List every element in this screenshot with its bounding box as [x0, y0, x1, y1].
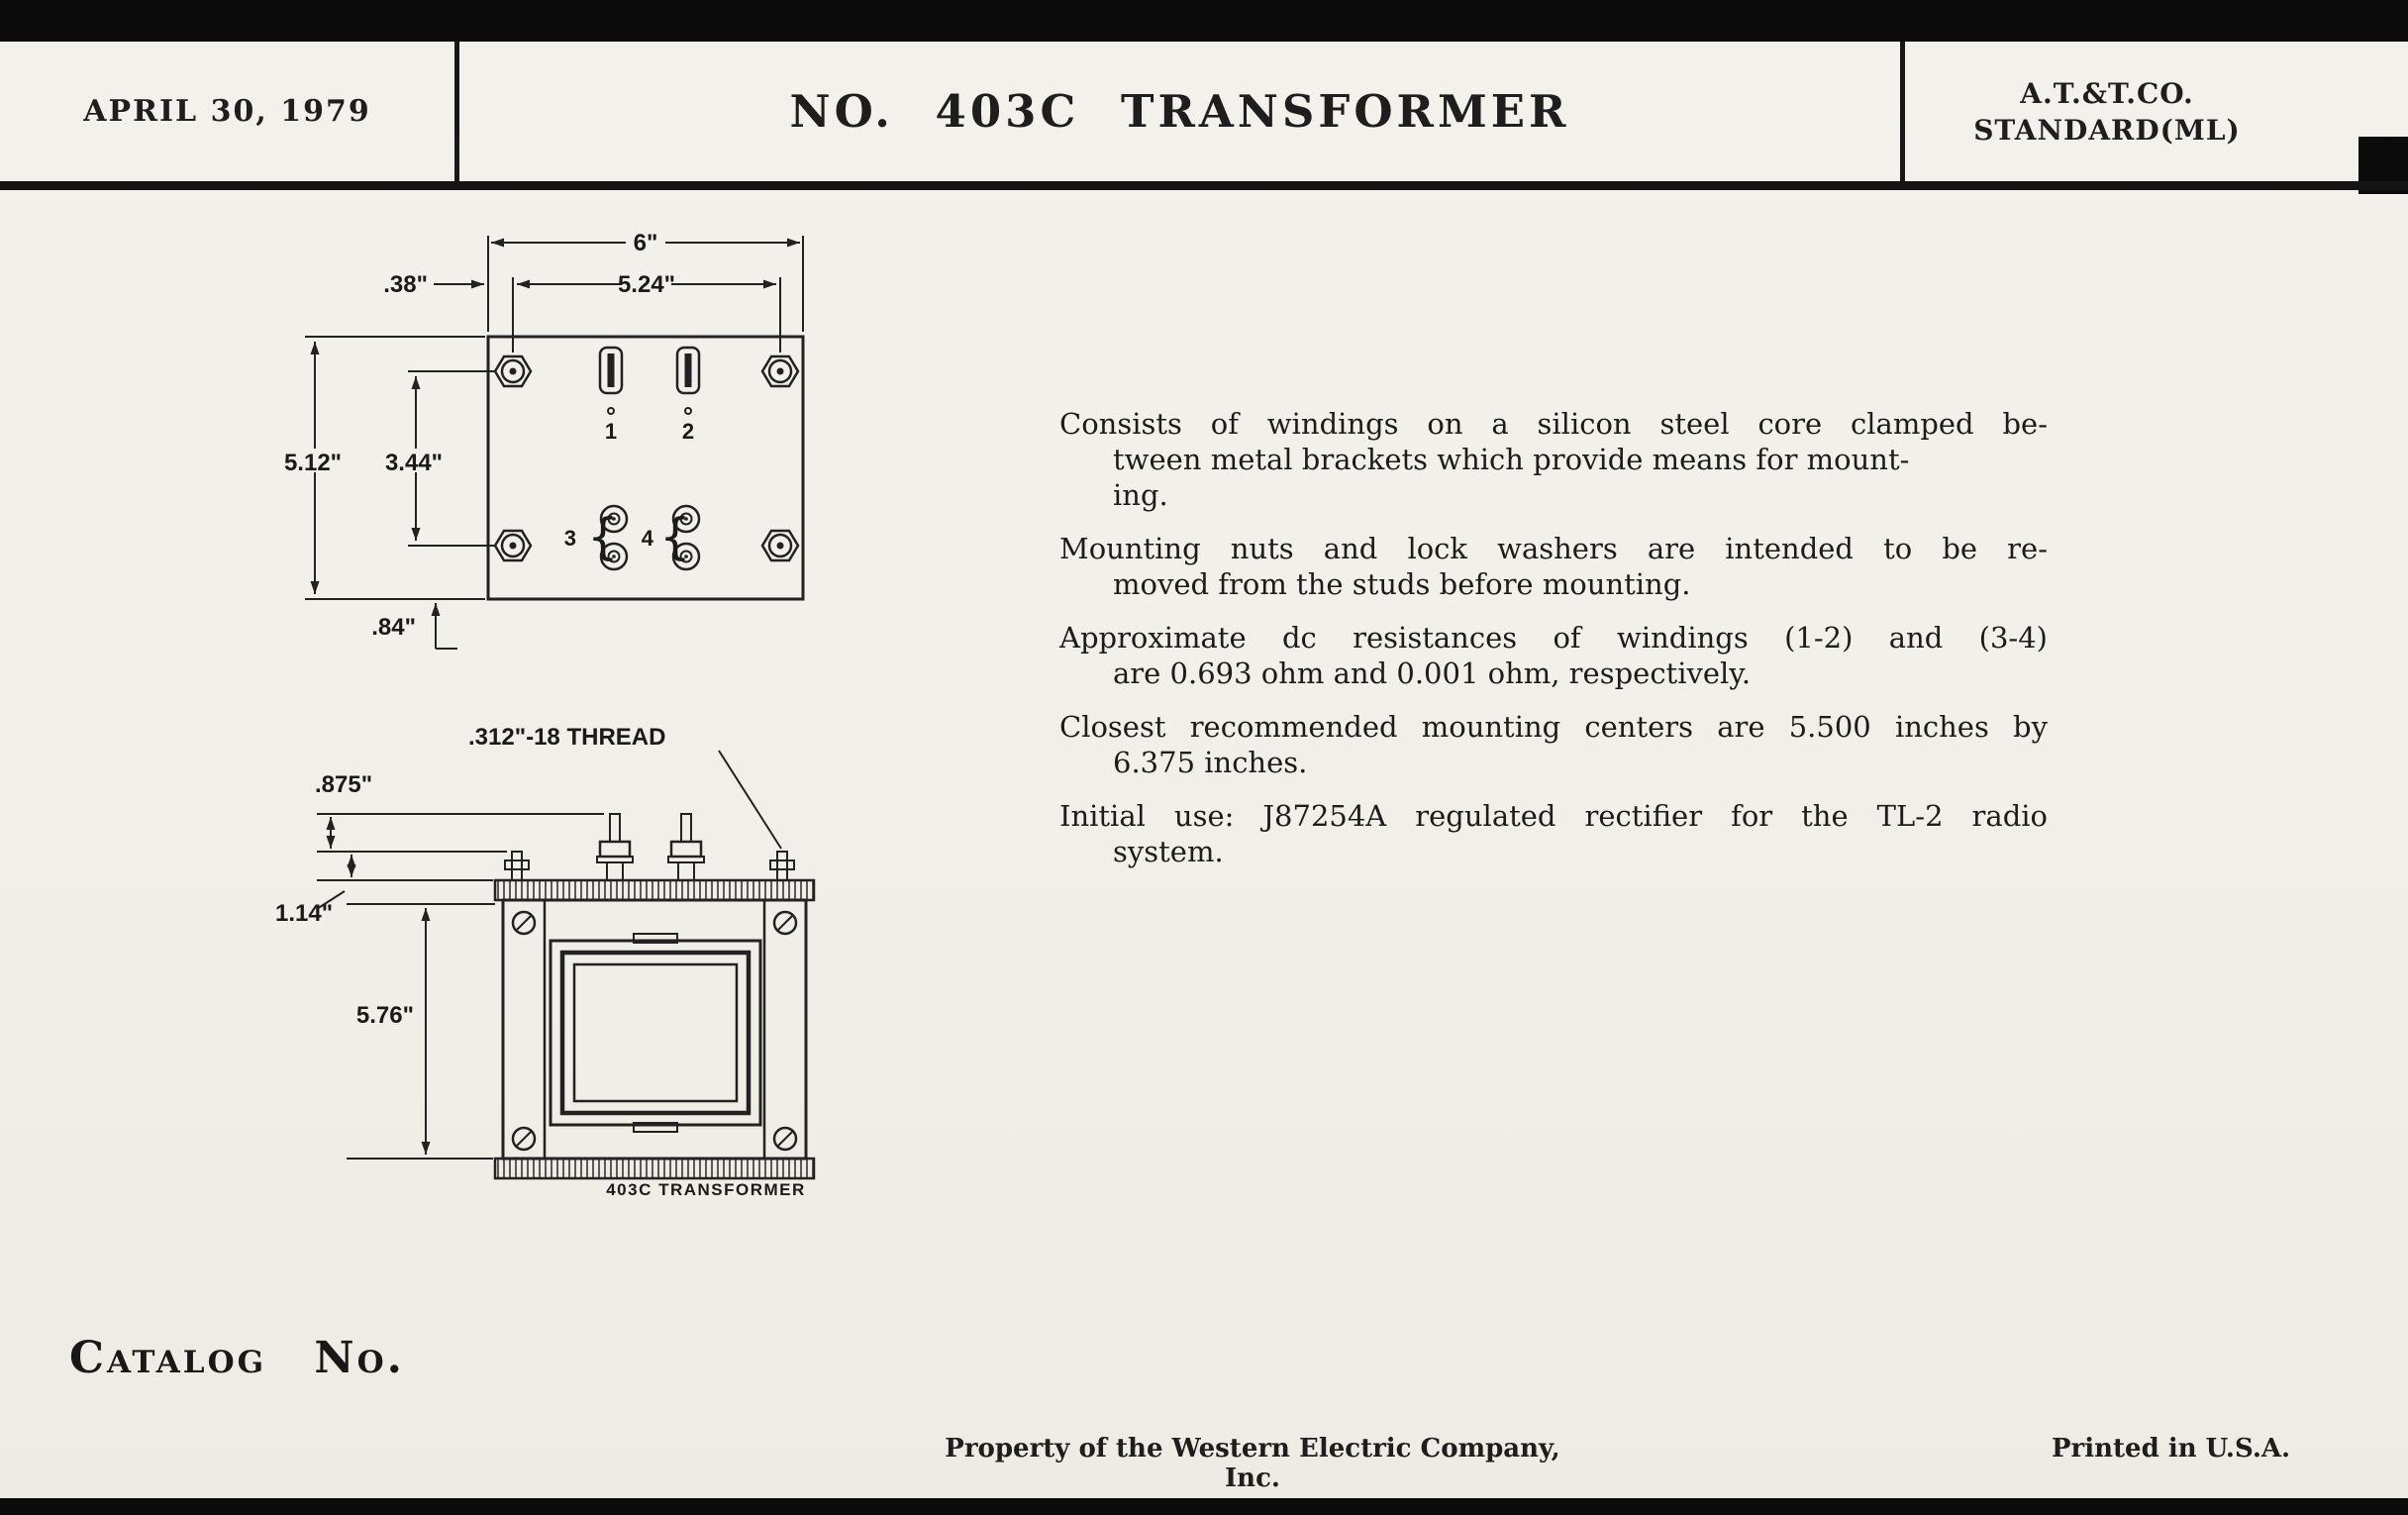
text-line: Consists of windings on a silicon steel … [1059, 407, 2048, 441]
document-title: NO. 403C TRANSFORMER [789, 85, 1570, 138]
catalog-number-label: Catalog No. [69, 1333, 405, 1383]
paragraph-mounting-centers: Closest recommended mounting centers are… [1059, 709, 2048, 780]
dim-stud-height-lower: 1.14" [275, 900, 333, 927]
standard-label: STANDARD(ML) [1973, 113, 2241, 147]
printed-notice: Printed in U.S.A. [2052, 1434, 2291, 1464]
description-column: Consists of windings on a silicon steel … [1059, 406, 2048, 887]
terminal-stud-right [667, 813, 705, 881]
terminal-1-label: 1 [605, 419, 617, 444]
paragraph-construction: Consists of windings on a silicon steel … [1059, 406, 2048, 513]
terminal-4-brace: { [659, 508, 691, 565]
front-view-caption: 403C TRANSFORMER [606, 1180, 806, 1199]
text-line: tween metal brackets which provide means… [1113, 443, 1910, 476]
mounting-plate-outline [486, 335, 805, 601]
header-divider-right [1900, 42, 1905, 181]
terminal-1 [598, 346, 624, 415]
thread-callout: .312"-18 THREAD [468, 724, 665, 751]
terminal-2 [675, 346, 701, 415]
mounting-stud-right [769, 851, 795, 881]
organization-name: A.T.&T.CO. [2020, 76, 2194, 110]
terminal-4-label: 4 [642, 526, 654, 551]
dim-bolt-span-width: 5.24" [618, 271, 675, 298]
bracket-screw [511, 910, 798, 1152]
terminal-2-label: 2 [682, 419, 694, 444]
organization-block: A.T.&T.CO. STANDARD(ML) [1905, 42, 2408, 181]
header-divider-left [454, 42, 459, 181]
mounting-stud-left [504, 851, 530, 881]
dimension-lines [316, 813, 604, 1160]
terminal-3-brace: { [587, 508, 619, 565]
bottom-clamp-plate [493, 1157, 816, 1180]
dimension-lines [305, 236, 804, 650]
dim-bolt-span-height: 3.44" [385, 450, 443, 476]
paragraph-dc-resistance: Approximate dc resistances of windings (… [1059, 620, 2048, 691]
document-date: APRIL 30, 1979 [83, 94, 371, 129]
text-line: system. [1113, 835, 1224, 868]
text-line: are 0.693 ohm and 0.001 ohm, respectivel… [1113, 656, 1752, 690]
dim-edge-offset: .38" [383, 271, 428, 298]
text-line: moved from the studs before mounting. [1113, 567, 1691, 601]
dim-bottom-offset: .84" [371, 614, 416, 641]
dim-overall-height: 5.12" [284, 450, 342, 476]
text-line: ing. [1113, 478, 1168, 512]
core-and-winding-window [549, 933, 762, 1133]
text-line: Approximate dc resistances of windings (… [1059, 621, 2048, 655]
terminal-3-label: 3 [564, 526, 576, 551]
dim-overall-width: 6" [634, 230, 658, 256]
scan-artifact-top-bar [0, 0, 2408, 42]
paragraph-mounting-nuts: Mounting nuts and lock washers are inten… [1059, 531, 2048, 602]
dim-body-height: 5.76" [356, 1002, 414, 1029]
text-line: Closest recommended mounting centers are… [1059, 710, 2048, 744]
text-line: 6.375 inches. [1113, 746, 1308, 779]
scan-artifact-bottom-bar [0, 1498, 2408, 1515]
paragraph-initial-use: Initial use: J87254A regulated rectifier… [1059, 798, 2048, 869]
header-rule [0, 181, 2408, 190]
front-view-diagram: .312"-18 THREAD [275, 724, 816, 1199]
top-clamp-plate [493, 878, 816, 902]
top-view-diagram: 1 2 { { 3 4 6" 5.24" .38" [284, 230, 805, 650]
text-line: Mounting nuts and lock washers are inten… [1059, 532, 2048, 565]
thread-leader-line [718, 750, 782, 850]
terminal-stud-left [596, 813, 634, 881]
text-line: Initial use: J87254A regulated rectifier… [1059, 799, 2048, 833]
property-notice: Property of the Western Electric Company… [945, 1434, 1560, 1493]
dim-stud-height-upper: .875" [315, 771, 372, 798]
